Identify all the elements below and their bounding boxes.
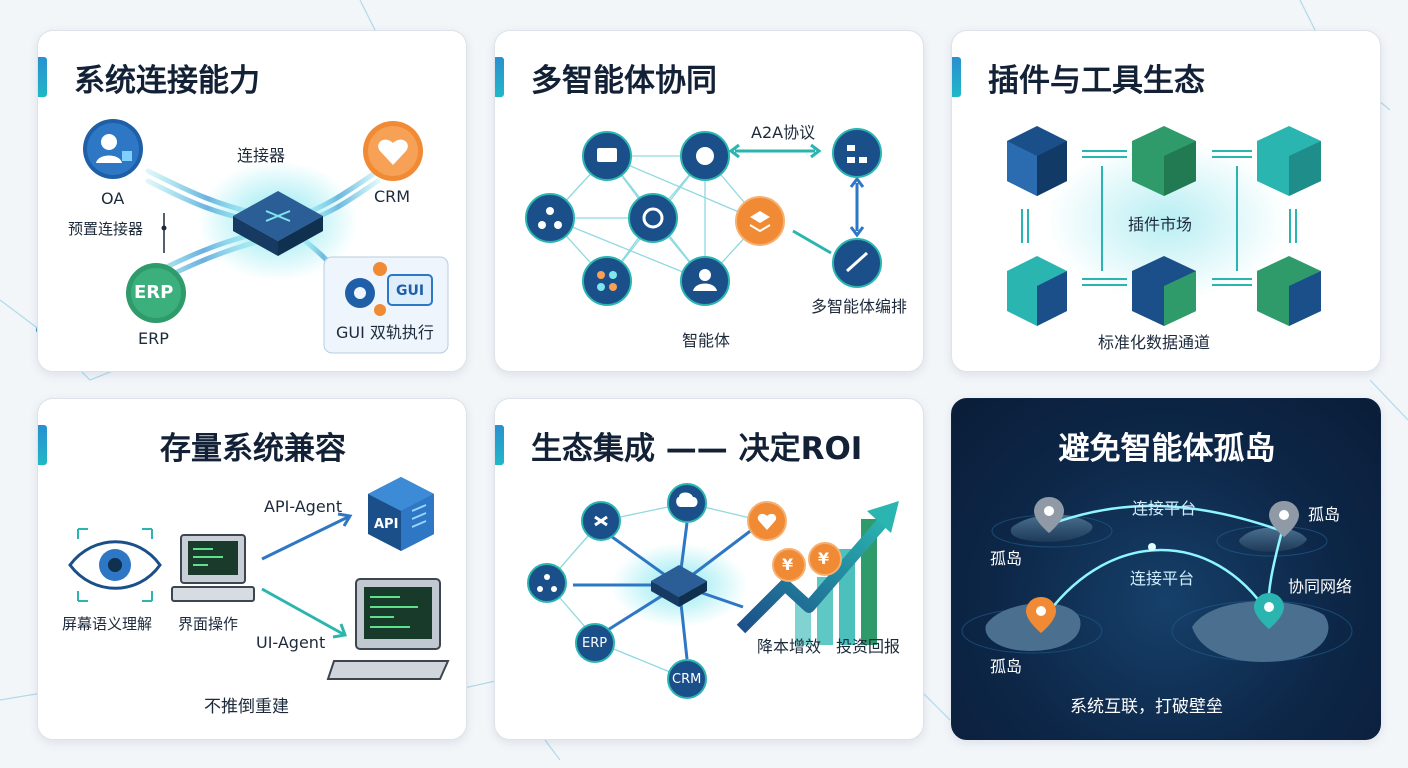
multi-agent-diagram [525,128,882,306]
ui-operation-label: 界面操作 [178,615,239,633]
card-legacy-compat: 存量系统兼容 API-Agent API UI-Agent 屏幕语义理解 界面操… [37,398,467,740]
puzzle-cube-icon [1007,126,1321,326]
roi-diagram [527,483,899,699]
preset-connector-label: 预置连接器 [68,220,144,238]
api-agent-label: API-Agent [264,497,343,516]
ui-agent-label: UI-Agent [256,633,326,652]
screen-semantics-label: 屏幕语义理解 [62,615,153,633]
card-title: 插件与工具生态 [988,63,1205,99]
island-shape [985,514,1329,662]
oa-icon [83,119,143,179]
retro-computer-icon [326,578,450,680]
card-title: 避免智能体孤岛 [1058,431,1276,467]
plugin-diagram [1007,126,1321,326]
island-label-top-right: 孤岛 [1308,505,1341,524]
agents-label: 智能体 [682,331,731,350]
card-title: 存量系统兼容 [160,431,346,467]
title-accent-bar [952,57,961,97]
card-multi-agent: 多智能体协同 A2A协议 多智能体编排 智能体 [494,30,924,372]
gear-icon [345,262,387,316]
erp-icon [126,263,186,323]
erp-label: ERP [138,329,169,348]
connection-diagram [83,119,449,354]
card-ecosystem-roi: 生态集成 —— 决定ROI ERP CRM ¥ ¥ 降本增效 投资回报 [494,398,924,740]
cost-efficiency-label: 降本增效 [757,637,822,656]
yen-coin-2: ¥ [818,549,830,568]
orchestration-label: 多智能体编排 [811,297,908,316]
card-plugin-ecosystem: 插件与工具生态 插件市场 标准化数据通道 [951,30,1381,372]
crm-label: CRM [374,187,411,206]
plugin-market-label: 插件市场 [1128,215,1193,234]
hub-icon [651,565,707,607]
oa-label: OA [101,189,125,208]
eye-icon [68,528,162,602]
erp-icon-text: ERP [134,282,174,303]
crm-heart-icon [363,121,423,181]
title-accent-bar [38,425,47,465]
location-pin-icon [1026,497,1299,633]
title-accent-bar [495,425,504,465]
card-system-connection: 系统连接能力 OA 连接器 CRM 预置连接器 ERP ERP GUI GUI … [37,30,467,372]
growth-chart-icon [736,501,899,645]
network-label: 协同网络 [1288,577,1353,596]
crm-node-icon [667,659,707,699]
no-rebuild-label: 不推倒重建 [204,697,289,717]
api-cube-text: API [374,517,399,532]
island-label-left: 孤岛 [990,549,1023,568]
data-channel-label: 标准化数据通道 [1098,333,1211,352]
island-network-diagram [961,497,1353,662]
legacy-diagram [68,477,450,680]
erp-node-label: ERP [582,636,608,651]
roi-label: 投资回报 [836,637,901,656]
connector-hub-icon [233,191,323,256]
crm-node-label: CRM [672,672,702,687]
gui-dual-label: GUI 双轨执行 [336,323,434,342]
erp-node-icon [575,623,615,663]
org-chart-icon [527,563,567,603]
card-title: 生态集成 —— 决定ROI [531,431,863,467]
yen-coin-1: ¥ [782,555,794,574]
island-label-bottom-left: 孤岛 [990,657,1023,676]
gui-icon-text: GUI [396,283,425,299]
connector-label: 连接器 [237,146,286,165]
footer-label: 系统互联，打破壁垒 [1070,697,1223,717]
api-cube-icon [368,477,434,551]
title-accent-bar [495,57,504,97]
card-avoid-islands: 避免智能体孤岛 连接平台 连接平台 孤岛 孤岛 孤岛 协同网络 系统互联，打破壁… [951,398,1381,740]
title-accent-bar [38,57,47,97]
card-title: 多智能体协同 [531,63,717,99]
platform-label-mid: 连接平台 [1130,569,1195,588]
platform-label-top: 连接平台 [1132,499,1197,518]
computer-icon [171,534,255,602]
a2a-protocol-label: A2A协议 [751,123,816,142]
card-title: 系统连接能力 [74,63,260,99]
